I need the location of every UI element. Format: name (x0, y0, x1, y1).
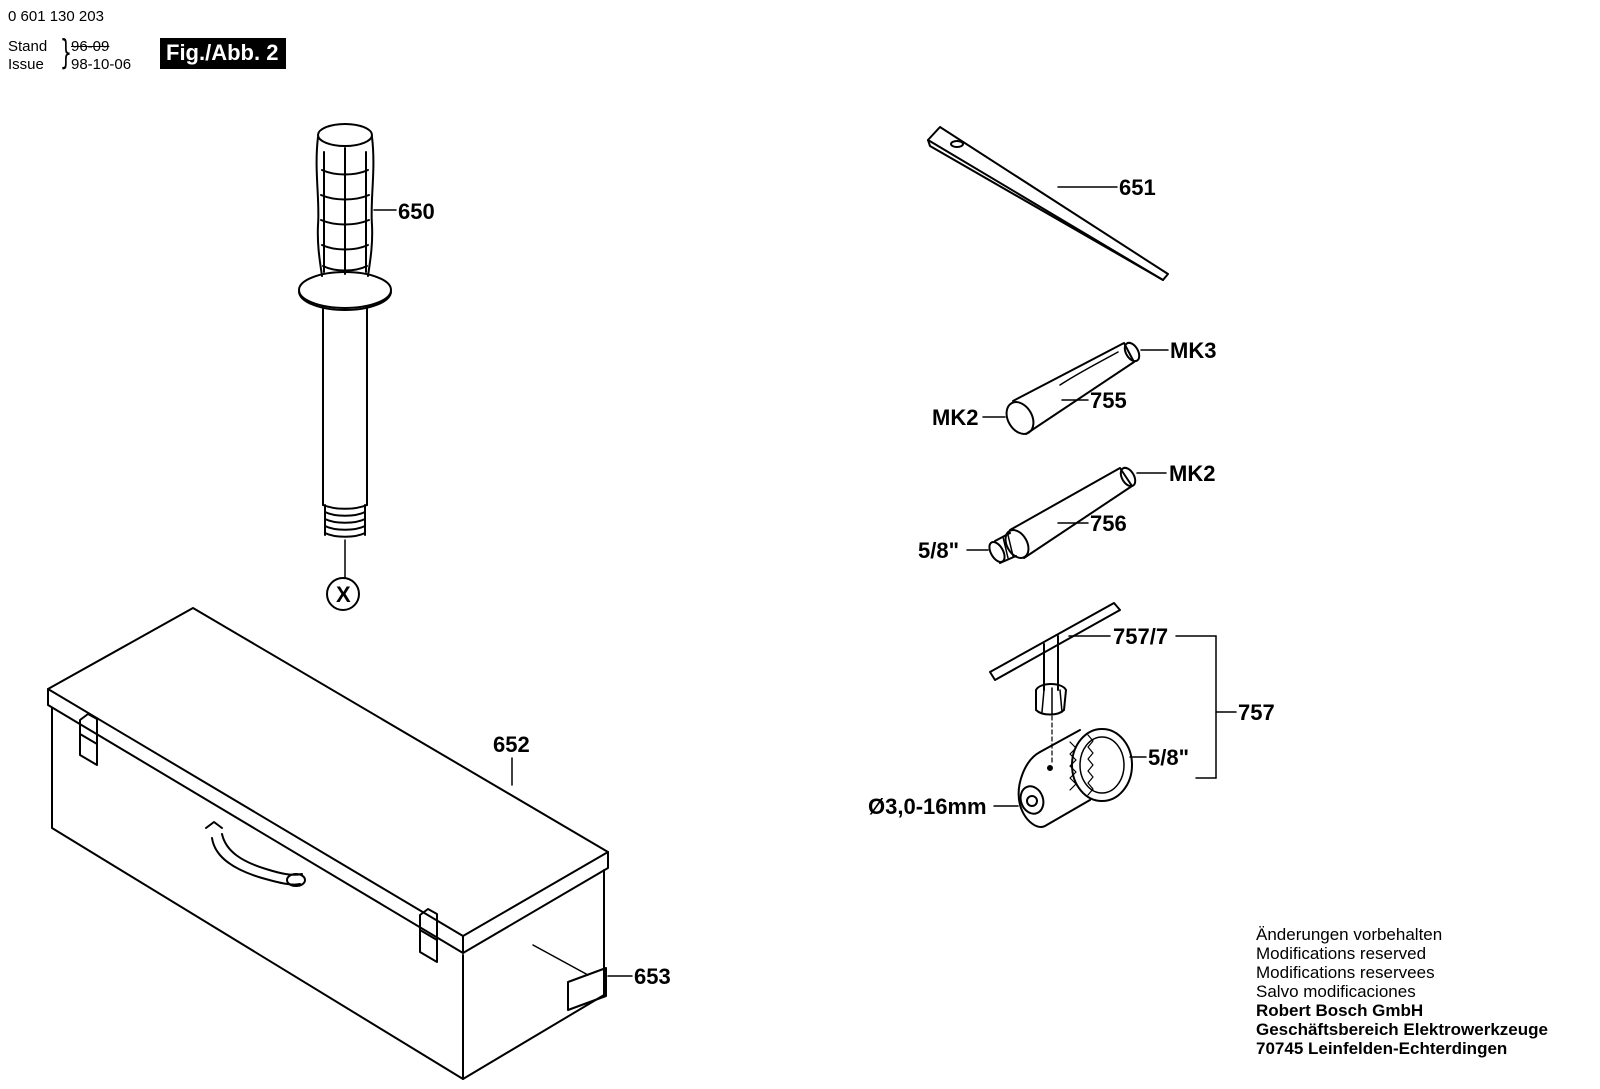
footer-division: Geschäftsbereich Elektrowerkzeuge (1256, 1020, 1548, 1039)
drill-chuck-drawing (993, 715, 1147, 828)
footer-line-en: Modifications reserved (1256, 944, 1427, 963)
assembly-bracket-757 (1175, 635, 1237, 779)
label-thread-757: 5/8" (1148, 745, 1189, 770)
figure-badge: Fig./Abb. 2 (160, 38, 287, 69)
label-650: 650 (398, 199, 435, 224)
footer-line-es: Salvo modificaciones (1256, 982, 1416, 1001)
issue-value: 98-10-06 (71, 56, 132, 73)
taper-adapter-755-drawing (982, 341, 1169, 435)
label-652: 652 (493, 732, 530, 757)
carrying-case-drawing (47, 607, 609, 1080)
label-755: 755 (1090, 388, 1127, 413)
label-757: 757 (1238, 700, 1275, 725)
label-756: 756 (1090, 511, 1127, 536)
footer-company: Robert Bosch GmbH (1256, 1001, 1424, 1020)
issue-label: Issue (8, 56, 44, 73)
label-diameter: Ø3,0-16mm (868, 794, 987, 819)
connector-x-circle (326, 577, 360, 611)
label-mk2-right: MK2 (1169, 461, 1215, 486)
brace-icon: } (60, 33, 72, 73)
footer-notice: Änderungen vorbehalten Modifications res… (1256, 925, 1548, 1058)
stand-label: Stand (8, 38, 48, 55)
label-653: 653 (634, 964, 671, 989)
issue-row: Issue 98-10-06 (8, 56, 131, 74)
taper-adapter-756-drawing (966, 466, 1167, 564)
label-mk3: MK3 (1170, 338, 1216, 363)
label-757-7: 757/7 (1113, 624, 1168, 649)
label-651: 651 (1119, 175, 1156, 200)
footer-line-fr: Modifications reservees (1256, 963, 1435, 982)
stand-value: 96-09 (71, 38, 110, 55)
label-thread-756: 5/8" (918, 538, 959, 563)
footer-address: 70745 Leinfelden-Echterdingen (1256, 1039, 1508, 1058)
footer-line-de: Änderungen vorbehalten (1256, 925, 1443, 944)
stand-row: Stand 96-09 (8, 38, 109, 56)
chuck-key-drawing (989, 602, 1121, 716)
label-mk2-left: MK2 (932, 405, 978, 430)
document-number: 0 601 130 203 (8, 8, 104, 25)
drift-wedge-drawing (927, 126, 1169, 281)
revision-block: } Stand 96-09 Issue 98-10-06 (8, 36, 131, 74)
label-connector-x: X (336, 582, 351, 607)
label-sticker-drawing (567, 967, 633, 1011)
auxiliary-handle-drawing (298, 123, 397, 611)
